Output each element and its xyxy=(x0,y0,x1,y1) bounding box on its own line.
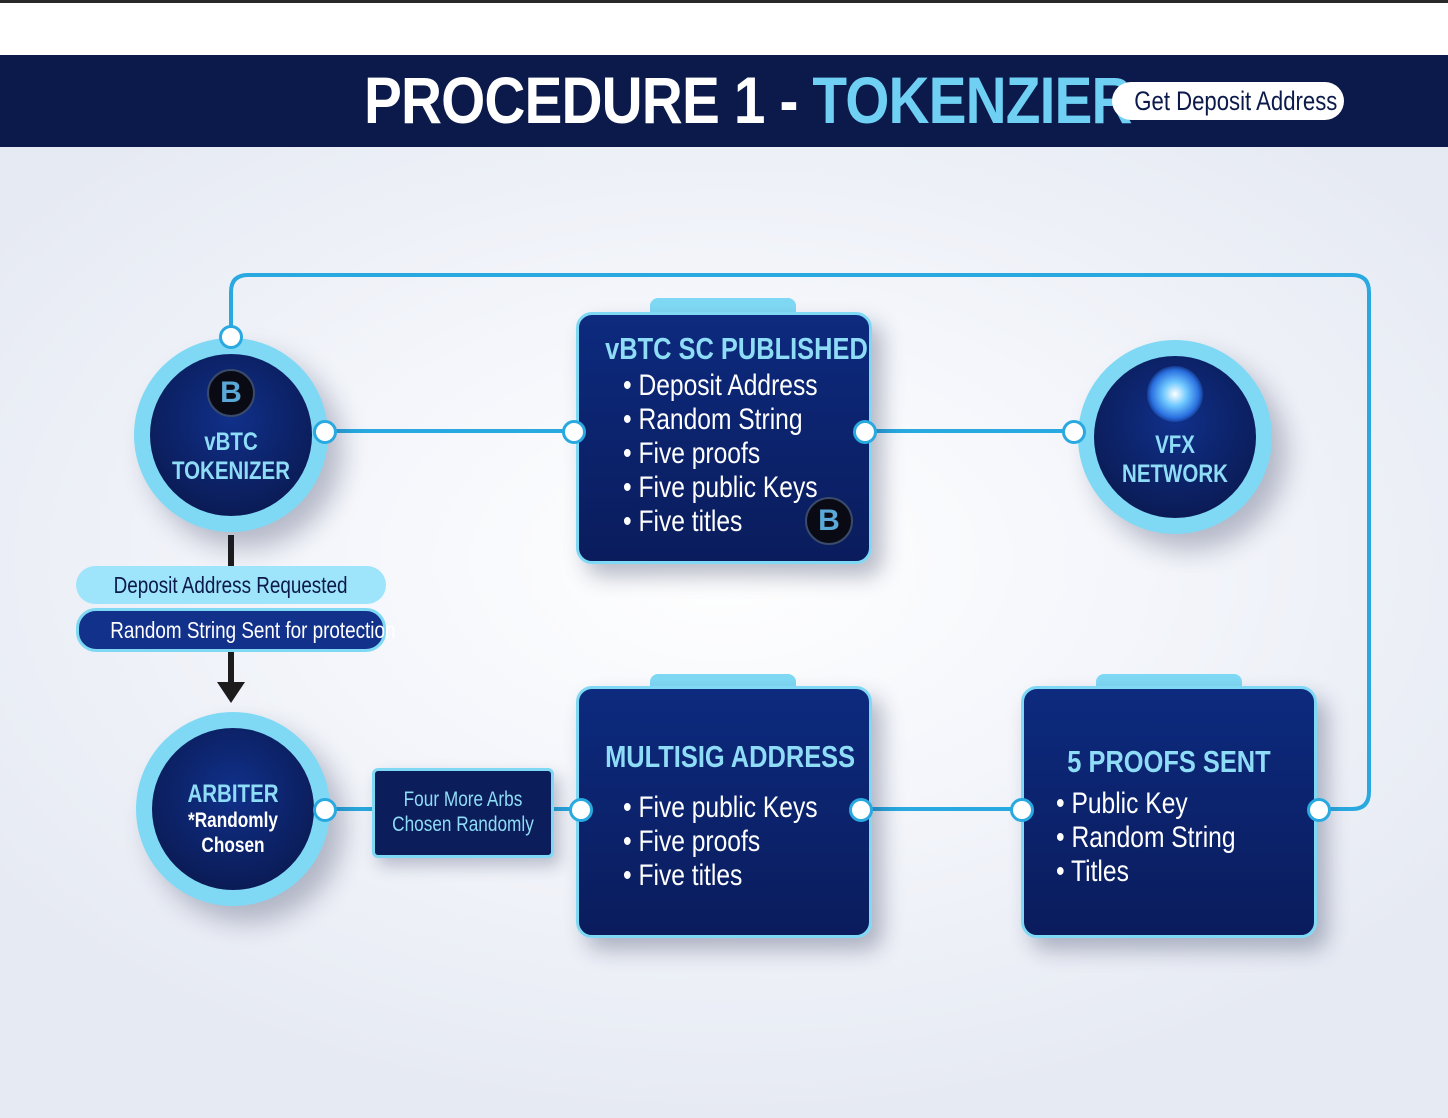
tokenizer-line2: TOKENIZER xyxy=(171,457,291,485)
connector-dot xyxy=(313,798,337,822)
list-item: • Five titles xyxy=(623,859,743,892)
published-card-tab xyxy=(650,298,796,314)
four-more-arbs-line1: Four More Arbs xyxy=(403,788,523,811)
top-border xyxy=(0,0,1448,3)
connector-dot xyxy=(1010,798,1034,822)
multisig-card-title: MULTISIG ADDRESS xyxy=(605,739,856,774)
connector-dot xyxy=(1307,798,1331,822)
list-item: • Five proofs xyxy=(623,437,761,470)
connector-dot xyxy=(569,798,593,822)
arbiter-node-inner: ARBITER *Randomly Chosen xyxy=(152,728,314,890)
random-string-sent-text: Random String Sent for protection xyxy=(110,617,396,643)
connector-dot xyxy=(849,798,873,822)
top-loop-line xyxy=(229,273,1371,811)
four-more-arbs-box: Four More Arbs Chosen Randomly xyxy=(372,768,554,858)
list-item: • Public Key xyxy=(1056,787,1188,820)
get-deposit-address-label: Get Deposit Address xyxy=(1134,86,1338,116)
vfx-network-node: VFX NETWORK xyxy=(1078,340,1272,534)
deposit-requested-label: Deposit Address Requested xyxy=(76,566,386,604)
connector-dot xyxy=(313,420,337,444)
page-title: PROCEDURE 1 - TOKENZIER xyxy=(364,60,1132,140)
get-deposit-address-button[interactable]: Get Deposit Address xyxy=(1112,82,1344,120)
list-item: • Titles xyxy=(1056,855,1129,888)
multisig-card-list: • Five public Keys • Five proofs • Five … xyxy=(623,791,860,893)
published-card-title: vBTC SC PUBLISHED xyxy=(605,331,868,366)
vfx-line1: VFX xyxy=(1155,431,1195,459)
multisig-card: MULTISIG ADDRESS • Five public Keys • Fi… xyxy=(576,686,872,938)
list-item: • Random String xyxy=(623,403,803,436)
arbiter-line2: *Randomly xyxy=(188,809,278,832)
deposit-requested-text: Deposit Address Requested xyxy=(114,572,348,598)
random-string-sent-label: Random String Sent for protection xyxy=(76,608,395,652)
network-globe-icon xyxy=(1147,366,1203,422)
bitcoin-icon: B xyxy=(805,497,853,545)
list-item: • Random String xyxy=(1056,821,1236,854)
list-item: • Five titles xyxy=(623,505,743,538)
title-main: PROCEDURE 1 - xyxy=(364,63,813,137)
list-item: • Five public Keys xyxy=(623,471,818,504)
list-item: • Five proofs xyxy=(623,825,761,858)
published-card-list: • Deposit Address • Random String • Five… xyxy=(623,369,860,539)
connector-dot xyxy=(562,420,586,444)
tokenizer-line1: vBTC xyxy=(204,428,258,456)
published-card: vBTC SC PUBLISHED • Deposit Address • Ra… xyxy=(576,312,872,564)
down-arrow-head xyxy=(217,682,245,703)
list-item: • Five public Keys xyxy=(623,791,818,824)
tokenizer-node-inner: B vBTC TOKENIZER xyxy=(150,354,312,516)
connector-dot xyxy=(853,420,877,444)
top-margin xyxy=(0,3,1448,55)
proofs-card-list: • Public Key • Random String • Titles xyxy=(1056,787,1275,889)
bitcoin-icon: B xyxy=(207,369,255,417)
list-item: • Deposit Address xyxy=(623,369,818,402)
proofs-card: 5 PROOFS SENT • Public Key • Random Stri… xyxy=(1021,686,1317,938)
vfx-network-node-inner: VFX NETWORK xyxy=(1094,356,1256,518)
proofs-card-title: 5 PROOFS SENT xyxy=(1067,744,1271,779)
connector-dot xyxy=(1062,420,1086,444)
arbiter-line1: ARBITER xyxy=(187,780,279,808)
arbiter-line3: Chosen xyxy=(201,834,265,857)
connector-dot xyxy=(219,325,243,349)
arbiter-node: ARBITER *Randomly Chosen xyxy=(136,712,330,906)
tokenizer-node: B vBTC TOKENIZER xyxy=(134,338,328,532)
title-accent: TOKENZIER xyxy=(812,63,1132,137)
four-more-arbs-line2: Chosen Randomly xyxy=(392,813,534,836)
vfx-line2: NETWORK xyxy=(1122,460,1228,488)
